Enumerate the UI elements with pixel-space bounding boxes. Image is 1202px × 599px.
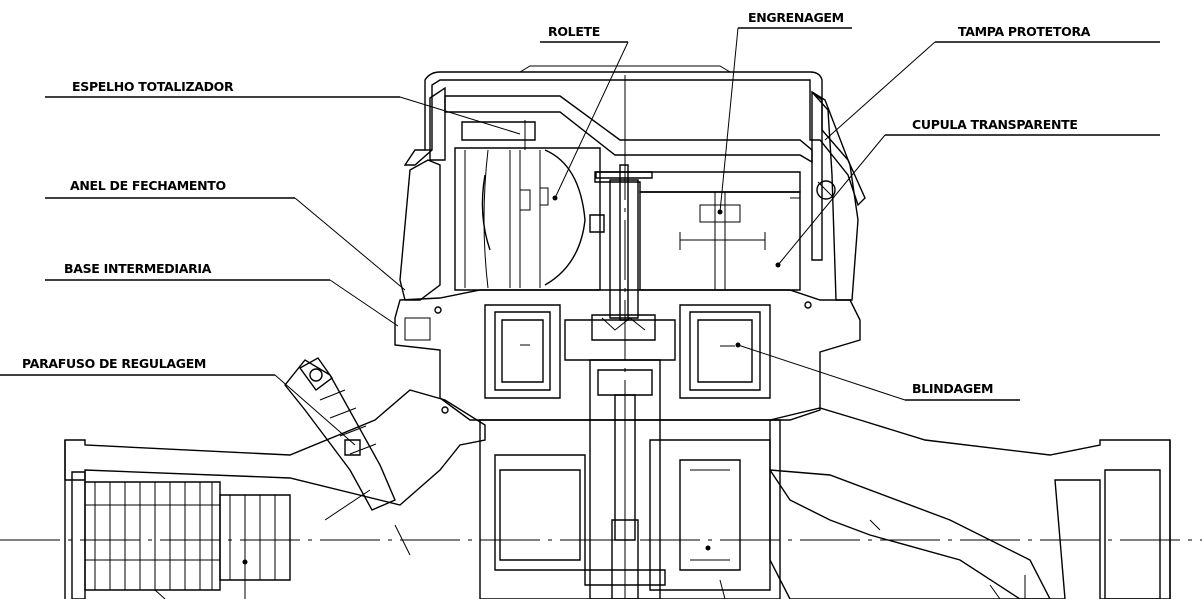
- label-tampa-protetora: TAMPA PROTETORA: [958, 24, 1091, 39]
- label-blindagem: BLINDAGEM: [912, 381, 993, 396]
- label-base-intermediaria: BASE INTERMEDIARIA: [64, 261, 212, 276]
- label-parafuso-de-regulagem: PARAFUSO DE REGULAGEM: [22, 356, 206, 371]
- label-rolete: ROLETE: [548, 24, 600, 39]
- leader-lines: [0, 27, 1160, 565]
- center-lines: [0, 75, 1202, 599]
- closing-ring: [399, 86, 446, 301]
- labels: ROLETE ENGRENAGEM TAMPA PROTETORA ESPELH…: [22, 10, 1091, 396]
- label-anel-de-fechamento: ANEL DE FECHAMENTO: [70, 178, 226, 193]
- adjustment-screw: [284, 357, 411, 556]
- transparent-dome: [811, 90, 859, 301]
- intermediate-base: [394, 289, 861, 421]
- measuring-chamber: [479, 359, 781, 599]
- protective-cover: [403, 65, 866, 207]
- right-bolt: [719, 519, 1026, 599]
- label-cupula-transparente: CUPULA TRANSPARENTE: [912, 117, 1078, 132]
- label-espelho-totalizador: ESPELHO TOTALIZADOR: [72, 79, 234, 94]
- gear-spindle: [591, 164, 656, 341]
- label-engrenagem: ENGRENAGEM: [748, 10, 844, 25]
- left-connector: [71, 471, 291, 599]
- magnetic-shield: [494, 311, 761, 391]
